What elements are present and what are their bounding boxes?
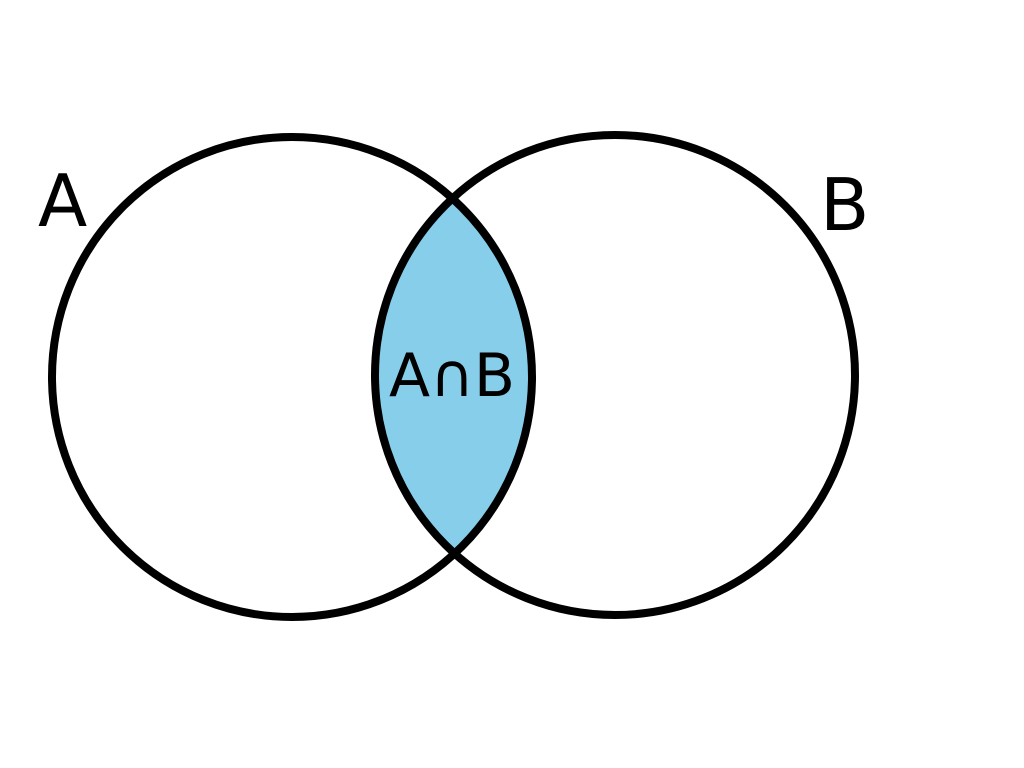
set-b-circle: [371, 131, 859, 619]
set-b-label: B: [820, 163, 869, 247]
intersection-label: A∩B: [389, 341, 515, 411]
set-a-label: A: [38, 159, 87, 243]
set-a-circle: [48, 133, 536, 621]
